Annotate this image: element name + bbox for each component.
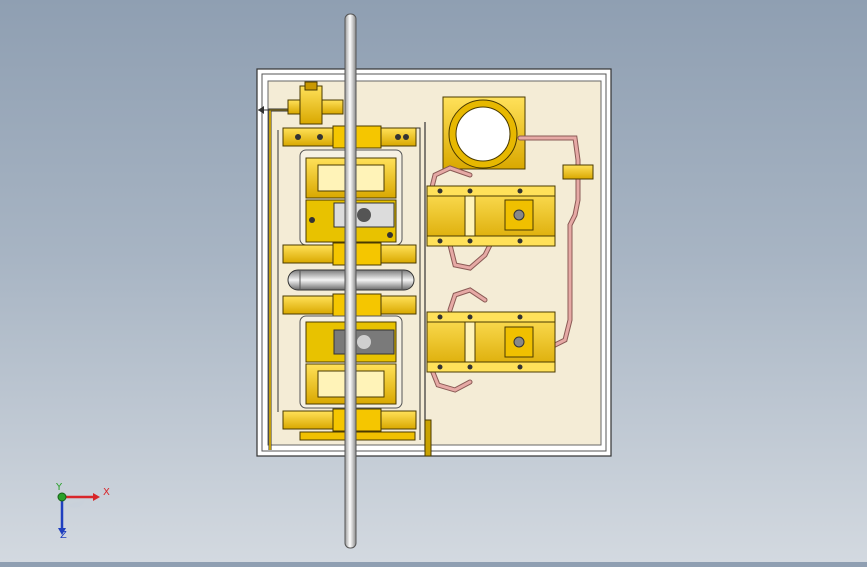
- arrow-marker: [258, 106, 264, 114]
- valve-fitting[interactable]: [287, 81, 344, 125]
- y-axis-dot-icon: [57, 492, 67, 502]
- coordinate-triad: [57, 492, 100, 535]
- upper-pump[interactable]: [426, 185, 556, 247]
- upper-coupling[interactable]: [333, 202, 395, 228]
- z-axis-label: Z: [60, 530, 67, 541]
- pipework: [427, 135, 581, 393]
- main-shaft[interactable]: [344, 13, 357, 549]
- x-axis-arrow-icon: [93, 493, 100, 501]
- round-port[interactable]: [442, 96, 526, 170]
- pipe-union[interactable]: [562, 164, 594, 180]
- lever-handle[interactable]: [424, 419, 432, 457]
- lower-pump[interactable]: [426, 311, 556, 373]
- y-axis-label: Y: [56, 482, 63, 493]
- z-axis-arrow-icon: [58, 528, 66, 535]
- x-axis-label: X: [103, 487, 110, 498]
